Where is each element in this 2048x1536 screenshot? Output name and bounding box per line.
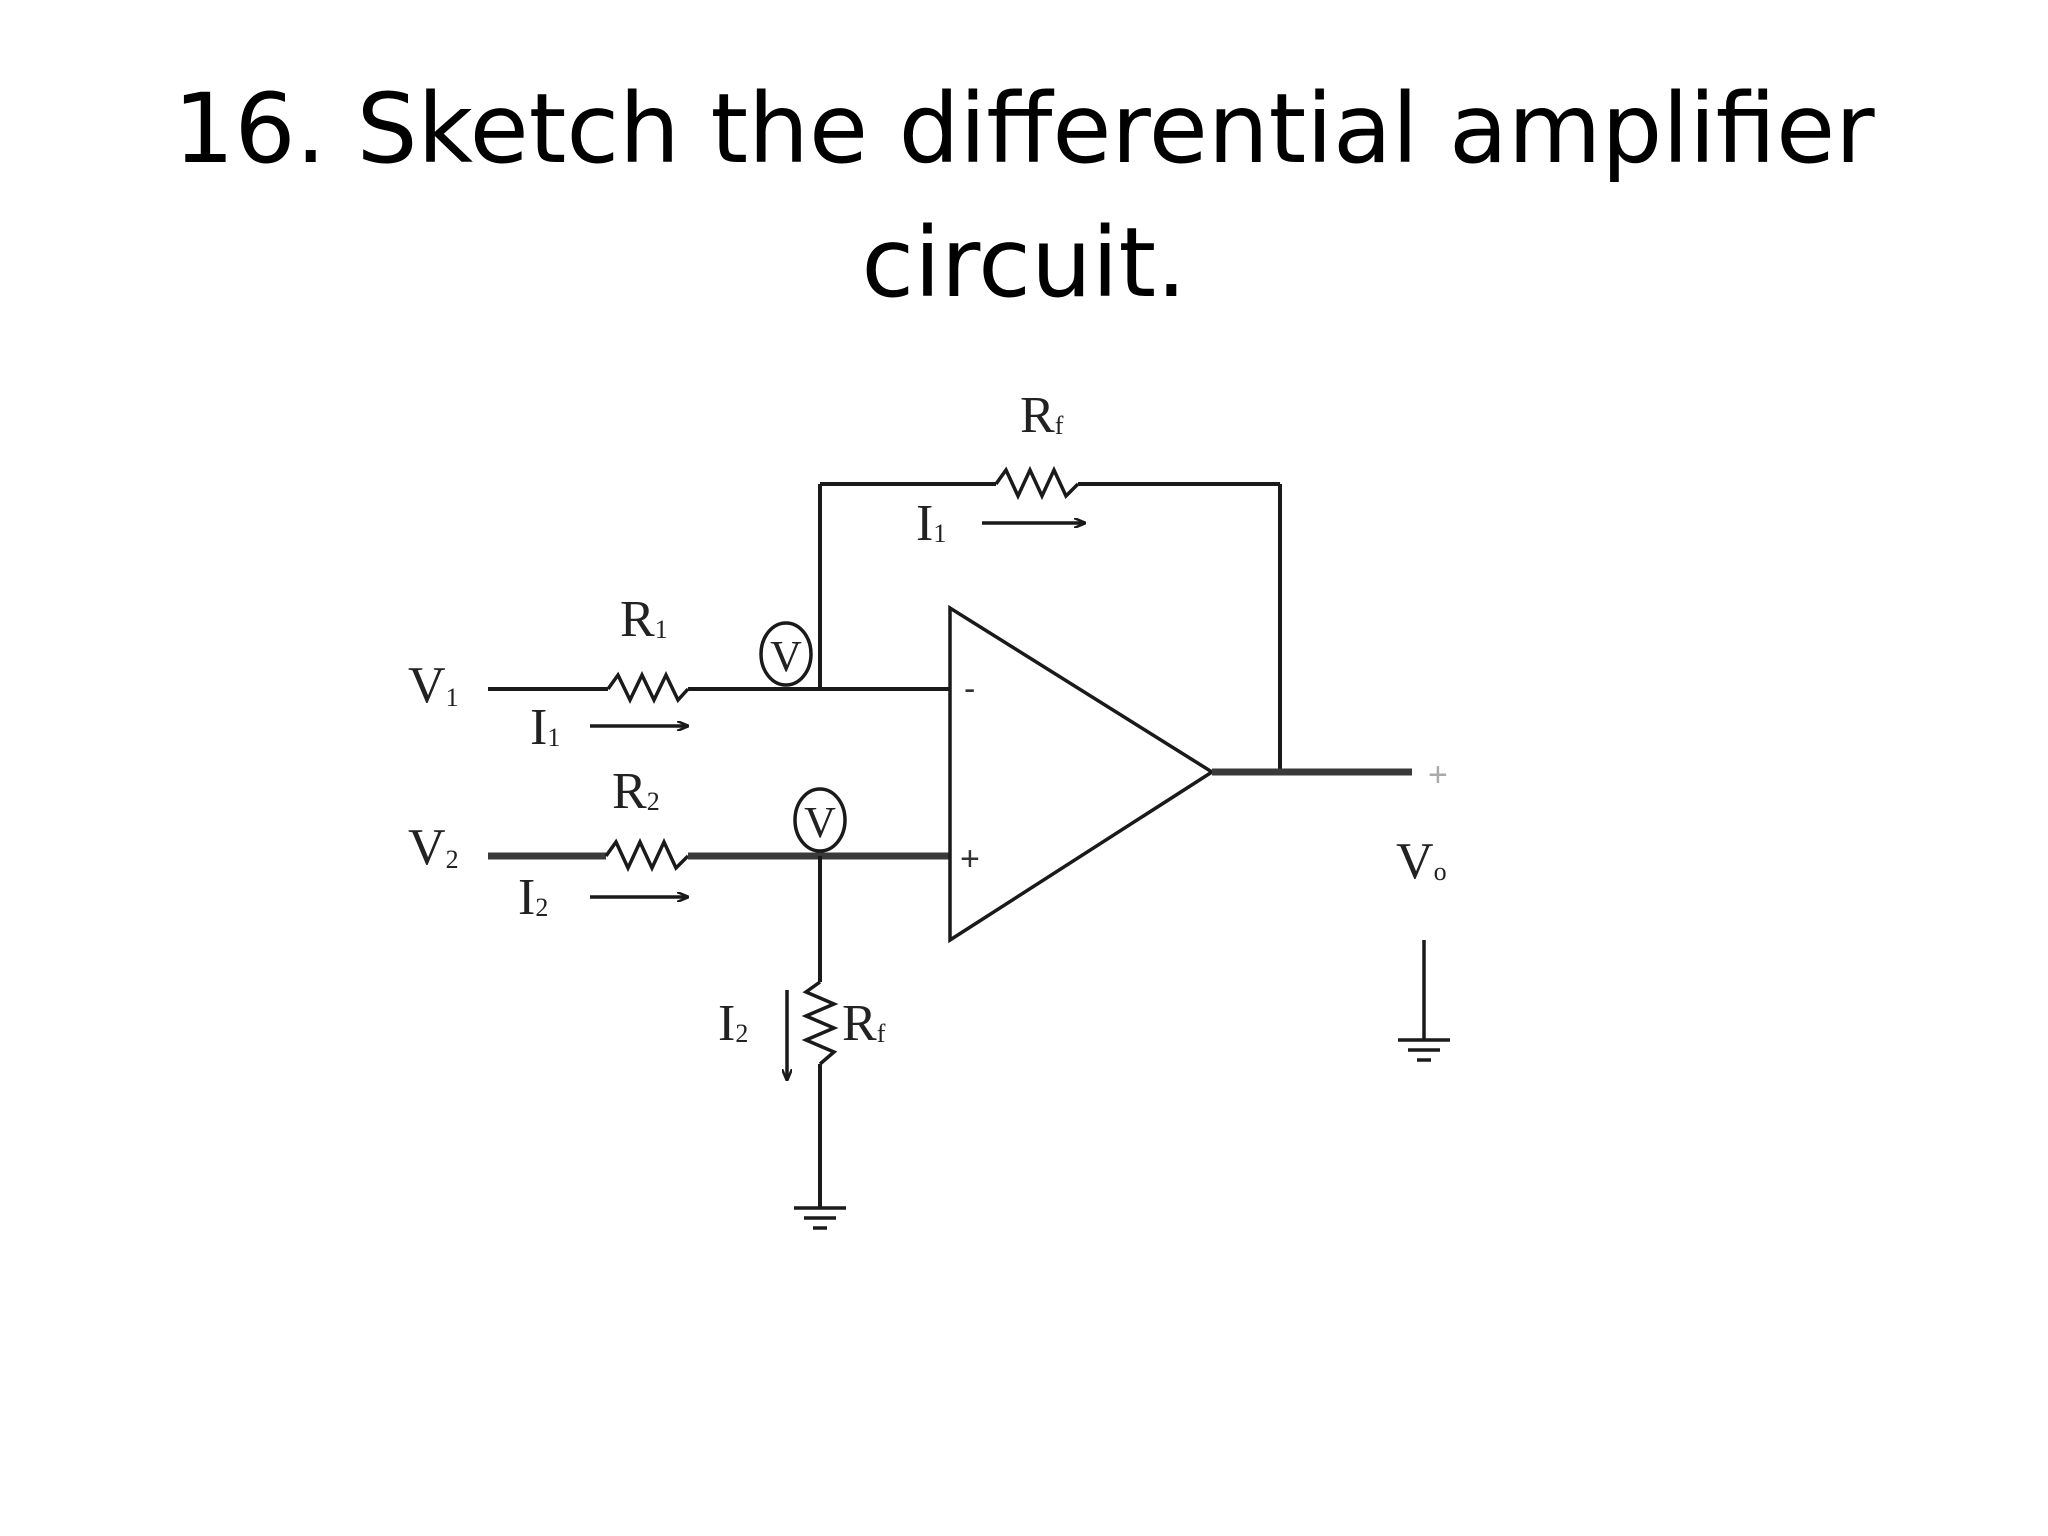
- meter-noninverting-label: V: [804, 798, 836, 847]
- current-i1-feedback-label: I1: [916, 495, 946, 552]
- opamp-noninverting-sign: +: [960, 840, 980, 878]
- ground-branch: [794, 856, 846, 1230]
- resistor-r2-label: R2: [612, 763, 660, 820]
- resistor-icon: [604, 837, 690, 873]
- current-i2-input-label: I2: [518, 869, 548, 926]
- input-v2-branch: [488, 837, 950, 873]
- slide-title: 16. Sketch the differential amplifier ci…: [0, 62, 2048, 330]
- resistor-rf-feedback-label: Rf: [1020, 387, 1064, 444]
- current-i1-input-label: I1: [530, 699, 560, 756]
- output-branch: [1212, 768, 1450, 1062]
- title-line-2: circuit.: [861, 207, 1187, 319]
- meter-inverting-label: V: [770, 632, 802, 681]
- output-vo-label: Vo: [1396, 833, 1447, 890]
- resistor-icon: [606, 670, 690, 705]
- opamp-icon: [948, 604, 1216, 944]
- resistor-r1-label: R1: [620, 591, 668, 648]
- resistor-icon: [994, 465, 1080, 501]
- output-plus-sign: +: [1428, 756, 1448, 794]
- input-v1-label: V1: [408, 657, 459, 714]
- ground-icon: [794, 1206, 846, 1230]
- voltmeter-icon: V: [793, 787, 847, 853]
- input-v2-label: V2: [408, 819, 459, 876]
- voltmeter-icon: V: [759, 621, 813, 687]
- title-line-1: 16. Sketch the differential amplifier: [173, 73, 1875, 185]
- resistor-icon: [801, 980, 839, 1066]
- input-v1-branch: [488, 670, 950, 705]
- opamp-inverting-sign: -: [964, 670, 975, 708]
- resistor-rf-ground-label: Rf: [842, 995, 886, 1052]
- feedback-loop: [818, 465, 1282, 772]
- ground-icon: [1398, 940, 1450, 1062]
- current-i2-ground-label: I2: [718, 995, 748, 1052]
